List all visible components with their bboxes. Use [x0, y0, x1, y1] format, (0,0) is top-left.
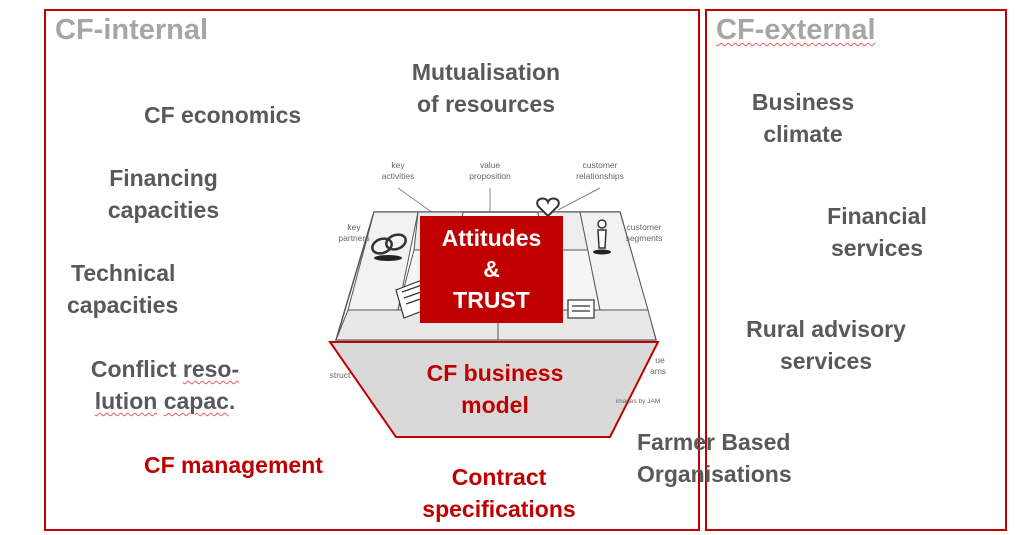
conflict-line-2: lution capac.: [70, 385, 260, 417]
farmer-line-2: Organisations: [637, 461, 792, 487]
business-line-2: climate: [763, 121, 843, 147]
financing-capacities-label: Financing capacities: [86, 162, 241, 226]
technical-line-2: capacities: [67, 292, 179, 318]
farmer-line-1: Farmer Based: [637, 429, 791, 455]
cash-register-icon: [567, 299, 595, 319]
cf-economics-label: CF economics: [144, 102, 302, 128]
cf-business-model-shape: [328, 341, 660, 438]
rural-line-1: Rural advisory: [746, 316, 906, 342]
business-climate-label: Business climate: [733, 86, 873, 150]
image-credit-label: images by JAM: [616, 398, 660, 405]
trust-line-2: &: [483, 256, 500, 282]
cost-structure-label: struct: [330, 370, 351, 380]
financial-services-label: Financial services: [812, 200, 942, 264]
trust-line-1: Attitudes: [441, 225, 542, 251]
cf-business-model-line-2: model: [461, 392, 529, 418]
person-icon: [597, 219, 607, 249]
chain-links-icon: [371, 233, 407, 255]
conflict-word-1: Conflict: [90, 356, 183, 382]
mutualisation-line-1: Mutualisation: [411, 59, 561, 85]
person-shadow-icon: [593, 249, 611, 255]
technical-line-1: Technical: [71, 260, 176, 286]
cf-external-panel: [705, 9, 1007, 531]
key-activities-label: key: [391, 160, 405, 170]
financial-line-2: services: [830, 235, 924, 261]
value-proposition-label-2: proposition: [469, 171, 511, 181]
contract-line-2: specifications: [422, 496, 576, 522]
conflict-word-4: capac: [163, 388, 229, 414]
cf-external-title-text: CF-external: [716, 14, 876, 46]
customer-relationships-label-2: relationships: [576, 171, 624, 181]
cf-business-model-label: CF business model: [395, 357, 595, 421]
customer-relationships-label: customer: [583, 160, 618, 170]
chain-shadow-icon: [374, 255, 402, 261]
cf-internal-title: CF-internal: [55, 14, 209, 46]
farmer-based-organisations-label: Farmer Based Organisations: [637, 426, 792, 490]
conflict-resolution-label: Conflict reso- lution capac.: [70, 353, 260, 417]
rural-advisory-label: Rural advisory services: [730, 313, 922, 377]
financing-line-1: Financing: [109, 165, 218, 191]
mutualisation-label: Mutualisation of resources: [386, 56, 586, 120]
heart-icon: [536, 197, 560, 218]
revenue-streams-label: ue: [655, 355, 665, 365]
conflict-period: .: [228, 388, 236, 414]
key-partners-label-2: partners: [338, 233, 369, 243]
business-line-1: Business: [751, 89, 855, 115]
customer-segments-label-2: segments: [626, 233, 663, 243]
trust-line-3: TRUST: [453, 287, 530, 313]
conflict-word-3: lution: [94, 388, 158, 414]
key-partners-label: key: [347, 222, 361, 232]
value-proposition-label: value: [480, 160, 501, 170]
financing-line-2: capacities: [107, 197, 220, 223]
revenue-streams-label-2: ams: [650, 366, 666, 376]
attitudes-trust-box: Attitudes & TRUST: [420, 216, 563, 323]
customer-relationships-leader-line: [557, 187, 601, 211]
cf-management-label: CF management: [144, 452, 323, 478]
financial-line-1: Financial: [827, 203, 927, 229]
mutualisation-line-2: of resources: [416, 91, 556, 117]
customer-segments-label: customer: [627, 222, 662, 232]
rural-line-2: services: [779, 348, 873, 374]
contract-line-1: Contract: [451, 464, 547, 490]
cf-business-model-line-1: CF business: [426, 360, 564, 386]
conflict-line-1: Conflict reso-: [70, 353, 260, 385]
conflict-word-2: reso-: [182, 356, 240, 382]
contract-specifications-label: Contract specifications: [400, 461, 598, 525]
cf-external-title: CF-external: [716, 14, 876, 47]
technical-capacities-label: Technical capacities: [67, 257, 178, 321]
key-activities-label-2: activities: [382, 171, 415, 181]
cf-internal-panel: [44, 9, 700, 531]
